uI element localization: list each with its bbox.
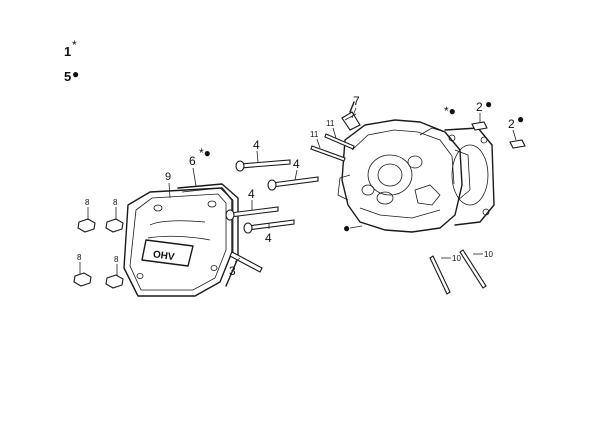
head-gasket (444, 127, 495, 226)
callout-7: 7 (353, 94, 360, 108)
callout-8-a: 8 (85, 198, 90, 207)
legend-number-5: 5 (64, 69, 71, 84)
callout-3: 3 (229, 264, 236, 278)
callout-2-b-symbol: ● (517, 112, 524, 126)
callout-2-a-symbol: ● (485, 97, 492, 111)
callout-9: 9 (165, 171, 171, 183)
callout-4-c: 4 (248, 187, 255, 201)
callout-8-c: 8 (77, 253, 82, 262)
cylinder-head (337, 119, 471, 233)
studs-10 (429, 249, 487, 295)
callout-4-a: 4 (253, 138, 260, 152)
dowel-pins (471, 121, 526, 149)
callout-10-a: 10 (452, 254, 461, 263)
cover-gasket (177, 183, 239, 287)
callout-2-a: 2 (476, 100, 483, 114)
callout-11-a: 11 (310, 130, 319, 139)
stud-3 (229, 251, 263, 273)
studs-11 (310, 133, 355, 162)
callout-6: 6 (189, 154, 196, 168)
callout-2-b: 2 (508, 117, 515, 131)
cover-nuts (73, 218, 124, 289)
callout-10-b: 10 (484, 250, 493, 259)
callout-labels: 6 *● 9 4 4 4 4 3 7 11 11 *● 2 ● 2 ● 8 8 … (77, 94, 524, 278)
cylinder-head-cover: OHV (123, 187, 233, 297)
callout-4-d: 4 (265, 231, 272, 245)
callout-head-symbol: ● (343, 221, 350, 235)
legend-symbol-5: ● (72, 67, 79, 81)
callout-gasket-symbol: *● (444, 104, 456, 118)
legend-number-1: 1 (64, 44, 71, 59)
leader-lines (79, 107, 517, 276)
callout-8-b: 8 (113, 198, 118, 207)
legend: 1 * 5 ● (64, 38, 79, 84)
head-bolts (225, 159, 319, 234)
callout-11-b: 11 (326, 119, 335, 128)
callout-4-b: 4 (293, 157, 300, 171)
spark-plug (341, 101, 361, 131)
cover-logo-text: OHV (152, 249, 175, 263)
callout-6-symbol: *● (199, 146, 211, 160)
legend-symbol-1: * (72, 38, 77, 52)
callout-8-d: 8 (114, 255, 119, 264)
